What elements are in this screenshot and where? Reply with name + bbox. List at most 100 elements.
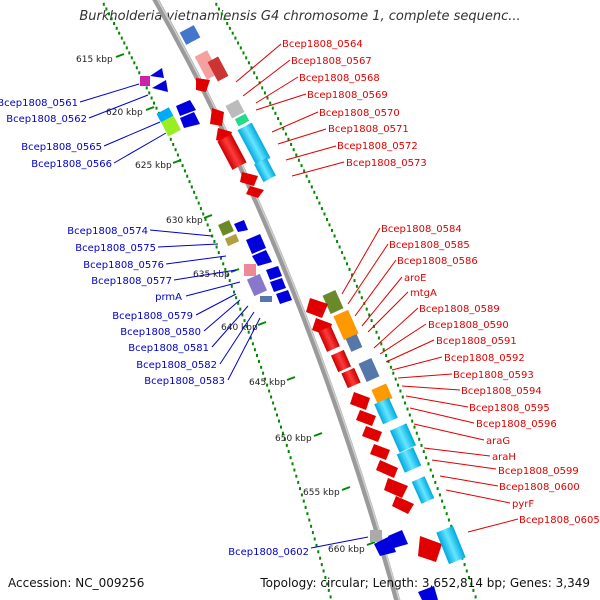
gene-label[interactable]: Bcep1808_0589 <box>419 304 500 315</box>
gene-block[interactable] <box>217 134 247 170</box>
gene-label[interactable]: Bcep1808_0592 <box>444 353 525 364</box>
gene-arrow[interactable] <box>210 108 224 126</box>
gene-label[interactable]: Bcep1808_0565 <box>21 142 102 153</box>
gene-label[interactable]: pyrF <box>512 499 534 510</box>
ring-dot <box>365 307 368 311</box>
gene-block[interactable] <box>396 447 422 473</box>
gene-block[interactable] <box>436 525 466 565</box>
gene-block[interactable] <box>224 233 240 247</box>
gene-arrow[interactable] <box>356 410 376 426</box>
gene-arrow[interactable] <box>306 298 328 318</box>
gene-label[interactable]: Bcep1808_0596 <box>476 419 557 430</box>
gene-label[interactable]: Bcep1808_0571 <box>328 124 409 135</box>
gene-label[interactable]: Bcep1808_0575 <box>75 243 156 254</box>
gene-block[interactable] <box>389 423 417 453</box>
gene-label[interactable]: Bcep1808_0602 <box>228 547 309 558</box>
gene-label[interactable]: araH <box>492 452 516 463</box>
gene-block[interactable] <box>374 397 398 425</box>
gene-arrow[interactable] <box>234 220 248 232</box>
gene-block[interactable] <box>411 476 435 504</box>
gene-block[interactable] <box>345 334 363 352</box>
gene-label[interactable]: Bcep1808_0600 <box>499 482 580 493</box>
ring-dot <box>348 267 351 271</box>
gene-label[interactable]: Bcep1808_0573 <box>346 158 427 169</box>
gene-arrow[interactable] <box>392 496 414 514</box>
gene-arrow[interactable] <box>370 444 390 460</box>
gene-arrow[interactable] <box>270 278 286 292</box>
gene-label[interactable]: Bcep1808_0581 <box>128 343 209 354</box>
gene-block[interactable] <box>234 113 250 127</box>
gene-block[interactable] <box>254 157 276 183</box>
gene-label[interactable]: Bcep1808_0582 <box>136 360 217 371</box>
gene-block[interactable] <box>207 56 229 82</box>
gene-block[interactable] <box>333 309 359 341</box>
gene-arrow[interactable] <box>418 536 442 562</box>
gene-label[interactable]: Bcep1808_0568 <box>299 73 380 84</box>
gene-label[interactable]: Bcep1808_0566 <box>31 159 112 170</box>
gene-block[interactable] <box>161 115 181 137</box>
ring-dot <box>256 354 258 357</box>
gene-label[interactable]: Bcep1808_0569 <box>307 90 388 101</box>
gene-arrow[interactable] <box>266 266 282 280</box>
gene-block[interactable] <box>179 25 201 45</box>
gene-label[interactable]: aroE <box>404 273 426 284</box>
gene-label[interactable]: Bcep1808_0595 <box>469 403 550 414</box>
gene-block[interactable] <box>246 273 268 297</box>
gene-arrow[interactable] <box>152 80 168 92</box>
gene-arrow[interactable] <box>150 68 164 78</box>
gene-block[interactable] <box>330 349 352 373</box>
gene-arrow[interactable] <box>176 100 196 116</box>
ring-dot <box>155 106 158 110</box>
gene-label[interactable]: Bcep1808_0567 <box>291 56 372 67</box>
gene-label[interactable]: Bcep1808_0572 <box>337 141 418 152</box>
gene-arrow[interactable] <box>276 290 292 304</box>
gene-label[interactable]: Bcep1808_0577 <box>91 276 172 287</box>
gene-arrow[interactable] <box>388 530 408 548</box>
gene-block[interactable] <box>244 264 256 276</box>
gene-block[interactable] <box>140 76 150 86</box>
gene-label[interactable]: Bcep1808_0564 <box>282 39 363 50</box>
gene-label[interactable]: Bcep1808_0594 <box>461 386 542 397</box>
gene-label[interactable]: Bcep1808_0593 <box>453 370 534 381</box>
gene-label[interactable]: prmA <box>155 292 182 303</box>
gene-block[interactable] <box>156 107 174 123</box>
gene-block[interactable] <box>237 122 271 166</box>
gene-arrow[interactable] <box>418 586 438 600</box>
gene-label[interactable]: araG <box>486 436 510 447</box>
gene-label[interactable]: Bcep1808_0580 <box>120 327 201 338</box>
ring-dot <box>270 395 273 399</box>
gene-arrow[interactable] <box>246 186 264 198</box>
gene-label[interactable]: Bcep1808_0584 <box>381 224 462 235</box>
gene-arrow[interactable] <box>246 234 266 254</box>
gene-arrow[interactable] <box>384 478 408 498</box>
gene-arrow[interactable] <box>350 392 370 410</box>
gene-block[interactable] <box>318 326 340 352</box>
gene-block[interactable] <box>260 296 272 302</box>
gene-block[interactable] <box>322 290 344 314</box>
gene-label[interactable]: Bcep1808_0599 <box>498 466 579 477</box>
gene-arrow[interactable] <box>196 78 210 92</box>
gene-label[interactable]: Bcep1808_0585 <box>389 240 470 251</box>
gene-block[interactable] <box>341 367 361 389</box>
gene-arrow[interactable] <box>180 112 200 128</box>
gene-block[interactable] <box>358 358 380 382</box>
gene-label[interactable]: Bcep1808_0576 <box>83 260 164 271</box>
gene-block[interactable] <box>218 220 234 236</box>
gene-arrow[interactable] <box>252 250 272 266</box>
gene-block[interactable] <box>225 99 245 119</box>
gene-label[interactable]: Bcep1808_0561 <box>0 98 78 109</box>
gene-label[interactable]: mtgA <box>410 288 437 299</box>
gene-label[interactable]: Bcep1808_0583 <box>144 376 225 387</box>
gene-label[interactable]: Bcep1808_0591 <box>436 336 517 347</box>
gene-label[interactable]: Bcep1808_0562 <box>6 114 87 125</box>
gene-label[interactable]: Bcep1808_0605 <box>519 515 600 526</box>
gene-label[interactable]: Bcep1808_0574 <box>67 226 148 237</box>
gene-block[interactable] <box>370 530 382 542</box>
gene-label[interactable]: Bcep1808_0579 <box>112 311 193 322</box>
gene-arrow[interactable] <box>376 460 398 478</box>
gene-label[interactable]: Bcep1808_0586 <box>397 256 478 267</box>
gene-arrow[interactable] <box>362 426 382 442</box>
gene-label[interactable]: Bcep1808_0590 <box>428 320 509 331</box>
gene-label[interactable]: Bcep1808_0570 <box>319 108 400 119</box>
gene-arrow[interactable] <box>240 172 258 186</box>
